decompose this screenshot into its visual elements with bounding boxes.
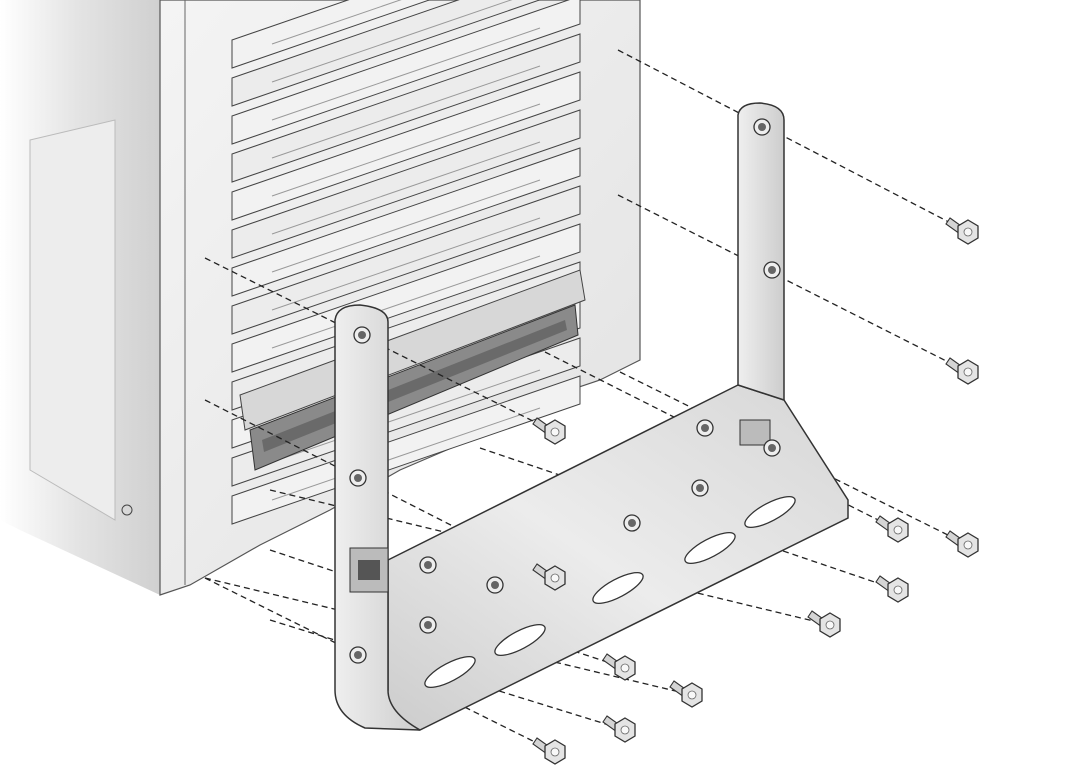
card-slot-detail — [271, 141, 541, 235]
card-slot — [231, 109, 581, 259]
card-slot-detail — [271, 407, 541, 501]
bracket-hole-center — [354, 651, 362, 659]
bracket-hole-center — [758, 123, 766, 131]
chassis-side-recess — [29, 119, 116, 521]
card-slot-detail — [271, 103, 541, 197]
bracket-slot — [424, 655, 476, 689]
bracket-hole-center — [424, 561, 432, 569]
card-slot — [231, 147, 581, 297]
screw-icon — [532, 737, 566, 765]
alignment-dashed-line — [269, 489, 831, 626]
bracket-holes — [349, 118, 781, 664]
alignment-dashed-line — [617, 49, 969, 233]
card-slot-detail — [271, 0, 513, 83]
bracket-hole-center — [701, 424, 709, 432]
card-slot-detail — [271, 27, 541, 121]
mounting-bracket — [334, 102, 849, 731]
card-slot — [231, 0, 431, 69]
screw-head-top — [550, 747, 560, 757]
screw-icon — [945, 217, 979, 245]
bracket-right-upright — [737, 102, 785, 402]
card-slot-detail — [271, 179, 541, 273]
screw-icon — [945, 530, 979, 558]
bracket-slots — [424, 495, 796, 689]
alignment-dashed-line — [204, 399, 556, 579]
card-slot-detail — [271, 369, 541, 463]
screw-icon — [602, 653, 636, 681]
screw-icon — [532, 563, 566, 591]
bracket-slot — [744, 495, 796, 529]
bracket-hole-center — [424, 621, 432, 629]
alignment-dashed-line — [617, 194, 969, 373]
screw-head-top — [893, 585, 903, 595]
screw-head-top — [620, 663, 630, 673]
bracket-hole-center — [628, 519, 636, 527]
screw-head-top — [620, 725, 630, 735]
screw-icon — [875, 575, 909, 603]
screw-head-top — [893, 525, 903, 535]
screws — [532, 217, 979, 765]
card-slot-detail — [271, 65, 541, 159]
bracket-hole-center — [491, 581, 499, 589]
screw-head-top — [963, 540, 973, 550]
bracket-hole-center — [768, 266, 776, 274]
card-slot — [231, 375, 581, 525]
bracket-hole-center — [696, 484, 704, 492]
screw-head-top — [825, 620, 835, 630]
card-slot — [231, 223, 581, 373]
screw-icon — [807, 610, 841, 638]
bracket-slot — [494, 623, 546, 657]
card-slot — [231, 0, 541, 107]
bracket-hole-center — [358, 331, 366, 339]
bracket-slot — [684, 531, 736, 565]
card-slot — [231, 185, 581, 335]
card-slot-detail — [271, 0, 402, 45]
alignment-dashed-line — [544, 351, 899, 531]
bracket-latch-right — [739, 419, 771, 446]
card-slot — [231, 33, 581, 183]
card-slot-detail — [271, 217, 541, 311]
card-slot — [231, 71, 581, 221]
screw-head-top — [963, 367, 973, 377]
bracket-hole-center — [768, 444, 776, 452]
card-slot — [231, 0, 581, 145]
bracket-hole-center — [354, 474, 362, 482]
screw-icon — [602, 715, 636, 743]
screw-head-top — [550, 427, 560, 437]
screw-icon — [532, 417, 566, 445]
screw-head-top — [963, 227, 973, 237]
card-slot-detail — [271, 255, 541, 349]
screw-icon — [669, 680, 703, 708]
screw-head-top — [550, 573, 560, 583]
bracket-left-upright — [334, 304, 421, 731]
screw-icon — [945, 357, 979, 385]
chassis-screw-hole — [121, 504, 133, 516]
screw-head-top — [687, 690, 697, 700]
screw-icon — [875, 515, 909, 543]
bracket-slot — [592, 571, 644, 605]
latch-slot — [358, 560, 380, 580]
